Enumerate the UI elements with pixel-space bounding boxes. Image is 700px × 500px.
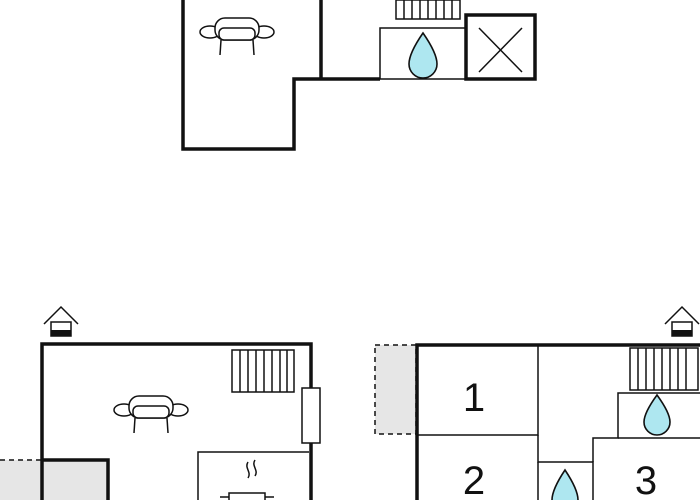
lower-right-floor-plan: 1 2 3 (374, 305, 700, 500)
water-drop-icon (408, 31, 438, 79)
sofa-icon (113, 395, 189, 434)
steaming-pot-icon (220, 459, 274, 500)
terrace-area (0, 460, 42, 500)
water-drop-icon (551, 468, 579, 500)
void-shaft-box (464, 13, 537, 81)
upper-floor-outer-wall (181, 0, 380, 151)
radiator-icon (231, 349, 295, 393)
bedroom-number-label: 1 (463, 376, 485, 420)
terrace-wall (42, 458, 110, 500)
entrance-icon (43, 305, 79, 337)
water-drop-icon (643, 393, 671, 436)
bedroom-number-label: 2 (463, 459, 485, 500)
terrace-area (42, 460, 108, 500)
sofa-icon (199, 17, 275, 56)
corridor-walls (537, 435, 594, 500)
upper-floor-plan (181, 0, 537, 151)
window-icon (301, 387, 321, 444)
radiator-icon (629, 347, 699, 391)
kitchen-box (197, 451, 309, 500)
void-cross-line (478, 27, 523, 73)
bedroom-number-label: 3 (635, 459, 657, 500)
radiator-icon (395, 0, 461, 20)
balcony-area (374, 344, 417, 435)
entrance-icon (664, 305, 700, 337)
lower-left-floor-plan (0, 305, 321, 500)
lower-right-outer-wall (415, 343, 700, 500)
